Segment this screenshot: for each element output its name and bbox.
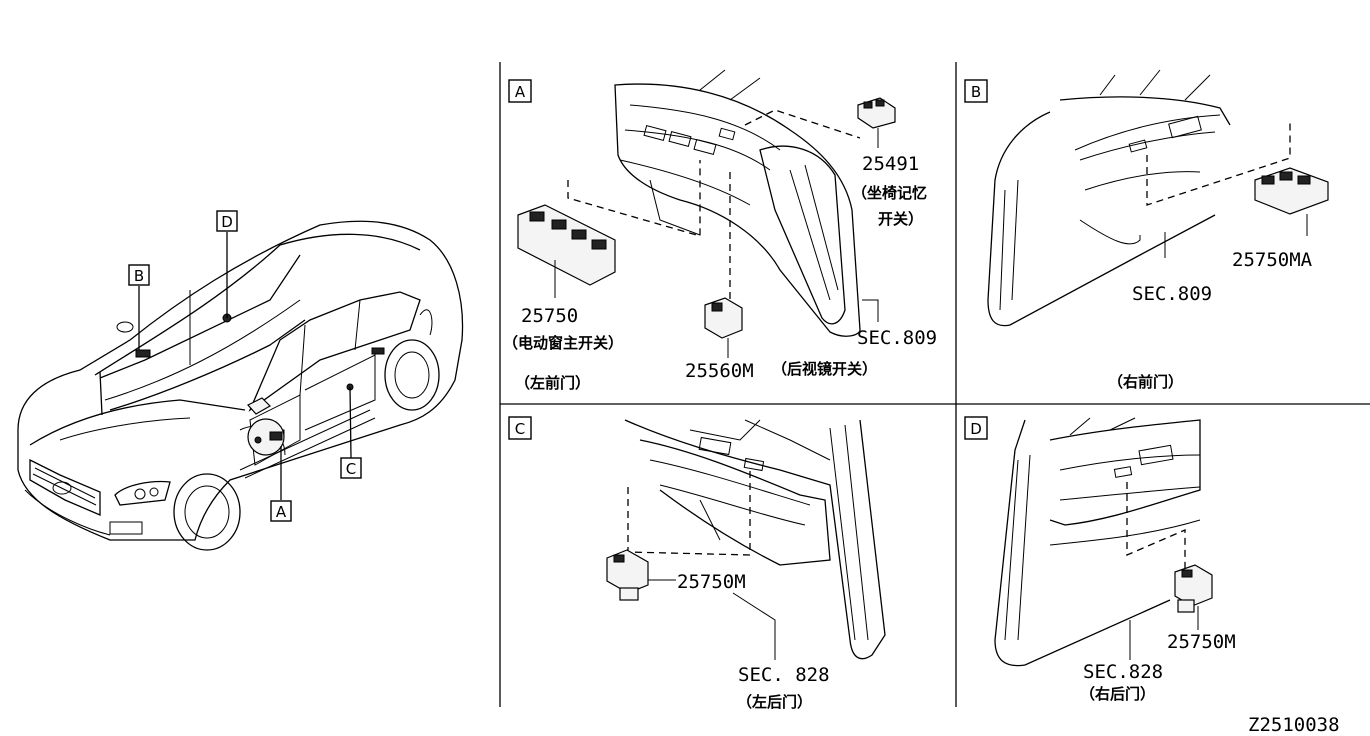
svg-text:B: B (134, 267, 144, 285)
panel-a: A (503, 69, 937, 392)
car-overview (17, 220, 464, 551)
part-number-25750: 25750 (521, 305, 578, 327)
car-callout-a: A (270, 500, 292, 522)
switch-25750m-d-illustration (1174, 564, 1213, 630)
part-desc-25750: （电动窗主开关） (503, 334, 623, 352)
switch-25750ma-illustration (1254, 167, 1329, 236)
sec-ref-c: SEC. 828 (738, 664, 830, 686)
car-callout-d: D (216, 210, 238, 232)
panel-frame (499, 62, 1370, 707)
panel-d-callout: D (970, 420, 982, 438)
switch-25750-illustration (517, 204, 616, 298)
part-number-25560m: 25560M (685, 360, 754, 382)
switch-25491-illustration (857, 97, 896, 148)
part-desc-25560m: （后视镜开关） (772, 360, 877, 378)
panel-b: B 25750MA SEC.809 （右前门） (964, 69, 1329, 391)
part-desc-25491-line1: （坐椅记忆 (852, 184, 927, 202)
svg-text:C: C (346, 460, 356, 478)
panel-c-location: （左后门） (737, 693, 812, 711)
sec-ref-d: SEC.828 (1083, 661, 1163, 683)
sec-ref-b: SEC.809 (1132, 283, 1212, 305)
svg-text:D: D (221, 213, 233, 231)
diagram-code: Z2510038 (1248, 714, 1340, 736)
panel-b-location: （右前门） (1108, 373, 1183, 391)
part-number-25750m-d: 25750M (1167, 631, 1236, 653)
switch-25750m-c-illustration (606, 549, 676, 601)
panel-a-callout: A (515, 83, 526, 101)
panel-d: D 25750M SEC.828 （右后门） (964, 416, 1236, 703)
car-callout-b: B (128, 264, 150, 286)
panel-a-location: （左前门） (515, 374, 590, 392)
part-desc-25491-line2: 开关） (878, 210, 923, 228)
switch-25560m-illustration (704, 297, 743, 358)
sec-ref-a: SEC.809 (857, 327, 937, 349)
part-number-25491: 25491 (862, 153, 919, 175)
panel-b-callout: B (971, 83, 981, 101)
panel-d-location: （右后门） (1080, 685, 1155, 703)
svg-text:A: A (276, 503, 287, 521)
car-callout-c: C (340, 457, 362, 479)
part-number-25750m-c: 25750M (677, 571, 746, 593)
panel-c-callout: C (515, 420, 525, 438)
panel-c: C 25750M SEC. 828 （左后门） (508, 416, 886, 711)
part-number-25750ma: 25750MA (1232, 249, 1313, 271)
